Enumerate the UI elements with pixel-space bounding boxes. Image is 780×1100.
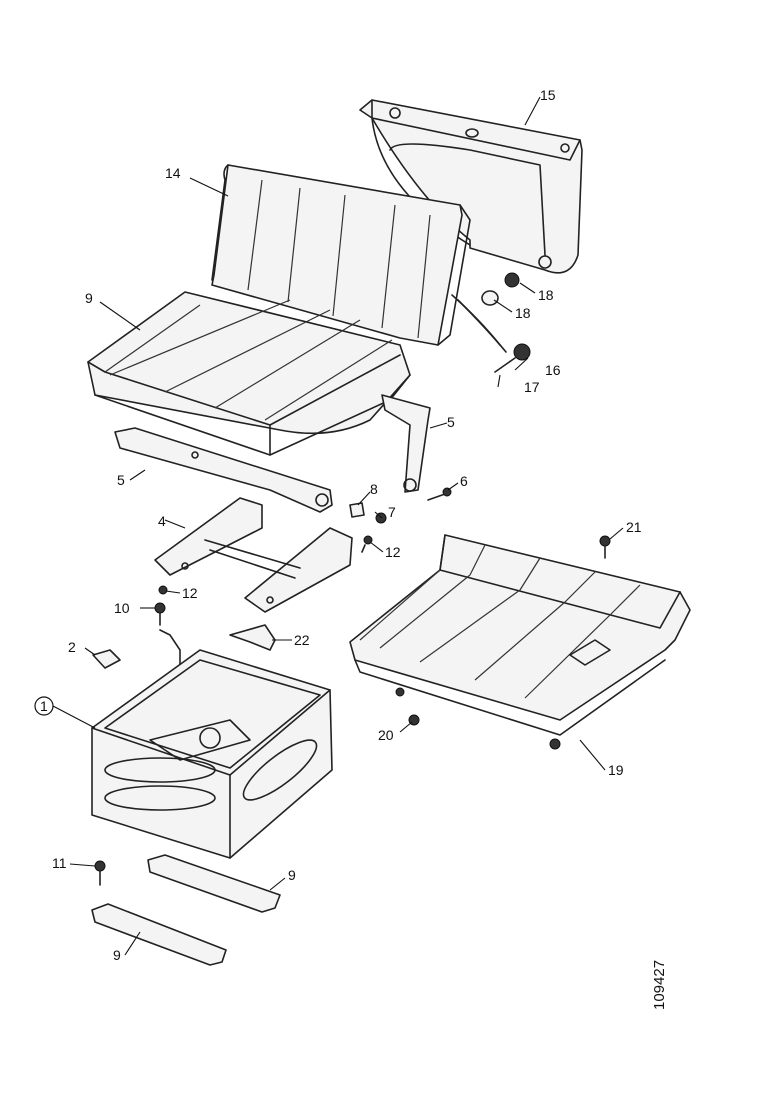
callout-5-right: 5 [447,414,455,430]
fasteners-15-18 [451,272,531,373]
callout-9-cushion: 9 [85,290,93,306]
reference-number: 109427 [651,960,668,1010]
screws-10-12 [154,585,181,666]
callout-14: 15 [540,87,556,103]
callout-22: 22 [294,632,310,648]
callout-18: 18 [538,287,554,303]
backrest-rear-shell [359,99,583,274]
leader-lines [52,96,624,956]
base-rails [91,854,281,966]
callout-12-left: 12 [182,585,198,601]
callout-12-right: 12 [385,544,401,560]
callout-9-rail-upper: 9 [288,867,296,883]
callout-9-rail-lower: 9 [113,947,121,963]
callout-20: 20 [378,727,394,743]
callout-17: 18 [515,305,531,321]
seat-frame-rails [114,394,431,513]
callout-19: 19 [608,762,624,778]
callout-labels: 15 14 9 18 18 16 17 5 5 8 7 6 4 12 12 10… [34,87,642,963]
bracket-frame [154,497,353,613]
callout-8: 8 [370,481,378,497]
callout-15: 16 [545,362,561,378]
callout-4: 4 [158,513,166,529]
callout-2: 2 [68,639,76,655]
bracket-part [229,624,276,651]
callout-6: 6 [460,473,468,489]
callout-21: 21 [626,519,642,535]
callout-13: 14 [165,165,181,181]
callout-5-left: 5 [117,472,125,488]
callout-1: 1 [40,698,48,714]
base-bolt [94,860,106,886]
callout-10: 10 [114,600,130,616]
seat-cushion [87,291,411,456]
folding-seat-cushion [349,534,691,750]
clip-part [92,649,121,669]
callout-7: 7 [388,504,396,520]
seat-base-box [91,649,333,859]
callout-11: 11 [52,855,67,871]
backrest-cushion [211,164,471,346]
callout-16: 17 [524,379,540,395]
callout-1-circle [34,696,54,716]
